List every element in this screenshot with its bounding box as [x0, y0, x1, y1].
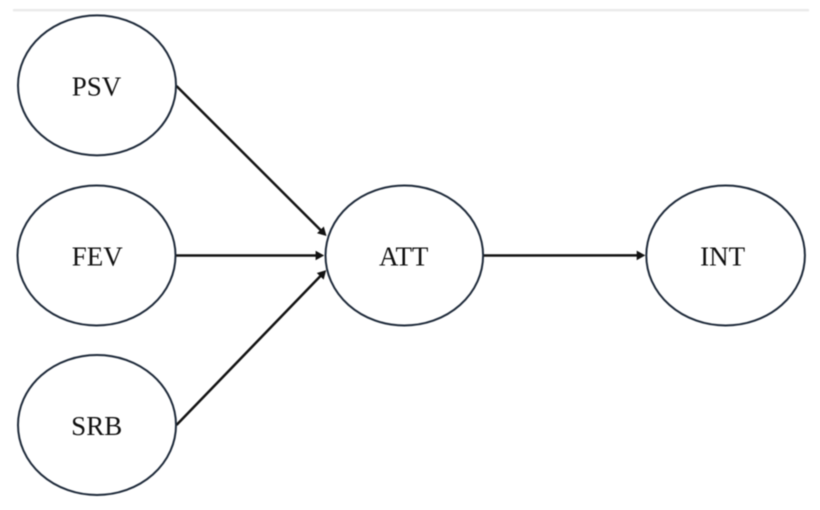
- svg-text:SRB: SRB: [71, 411, 122, 441]
- svg-text:INT: INT: [700, 242, 745, 272]
- svg-text:FEV: FEV: [72, 242, 124, 272]
- svg-text:ATT: ATT: [379, 242, 429, 272]
- svg-text:PSV: PSV: [72, 71, 122, 101]
